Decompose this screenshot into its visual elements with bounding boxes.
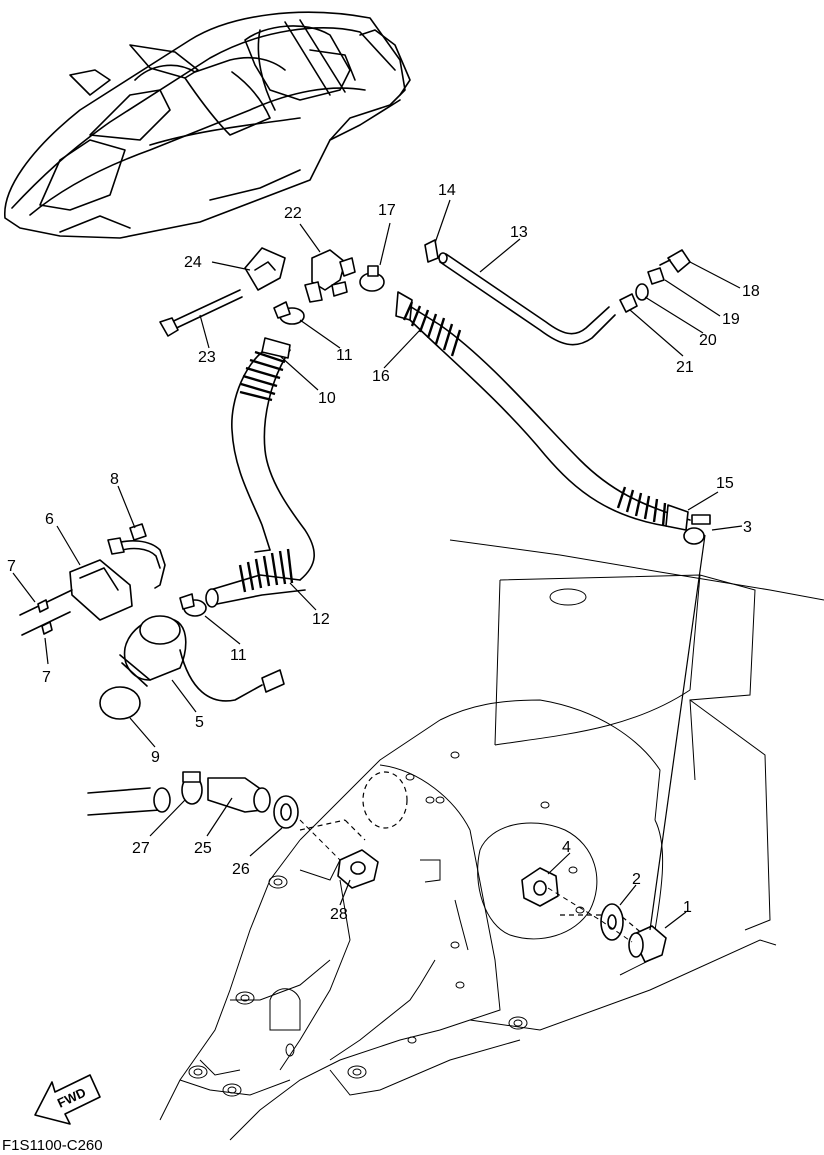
callout-25: 25 — [194, 840, 212, 857]
clamp-part-3 — [683, 514, 711, 545]
callout-10: 10 — [318, 390, 336, 407]
bracket-part-24 — [244, 247, 286, 291]
large-hose — [395, 291, 691, 531]
callout-11-upper: 11 — [336, 347, 353, 364]
fitting-part-25 — [207, 777, 271, 813]
callout-8: 8 — [110, 471, 119, 488]
callout-5: 5 — [195, 714, 204, 731]
callout-2: 2 — [632, 871, 641, 888]
nut-part-28 — [337, 849, 379, 889]
callout-7-lower: 7 — [42, 669, 51, 686]
diagram-code: F1S1100-C260 — [2, 1137, 103, 1154]
callout-21: 21 — [676, 359, 694, 376]
thin-hose — [438, 252, 616, 346]
callout-20: 20 — [699, 332, 717, 349]
screw-part-7-upper — [19, 589, 73, 616]
callout-numbers: 1 2 3 4 5 6 7 7 8 9 10 11 11 12 13 14 15… — [7, 182, 760, 923]
clamp-part-14 — [424, 239, 439, 263]
hose-12-ribs — [238, 548, 294, 593]
callout-1: 1 — [683, 899, 692, 916]
clamp-part-17 — [359, 265, 385, 292]
pump-hose — [205, 337, 315, 608]
assembly-guide-lines — [299, 534, 706, 943]
callout-26: 26 — [232, 861, 250, 878]
callout-6: 6 — [45, 511, 54, 528]
callout-27: 27 — [132, 840, 150, 857]
cap-part-9 — [99, 686, 141, 720]
washer-part-2 — [600, 903, 624, 941]
callout-23: 23 — [198, 349, 216, 366]
fitting-part-18 — [659, 249, 691, 273]
nut-part-21 — [619, 293, 638, 313]
nut-part-19 — [647, 267, 665, 285]
callout-17: 17 — [378, 202, 396, 219]
bracket-strap-part-8 — [107, 523, 166, 589]
callout-7-upper: 7 — [7, 558, 16, 575]
callout-14: 14 — [438, 182, 456, 199]
hull-body-outline — [159, 539, 824, 1141]
callout-16: 16 — [372, 368, 390, 385]
callout-9: 9 — [151, 749, 160, 766]
callout-11-lower: 11 — [230, 647, 247, 664]
elbow-fitting-part-22 — [304, 249, 356, 303]
hose-ribs-upper — [402, 301, 462, 357]
washer-part-26 — [273, 795, 299, 829]
callout-24: 24 — [184, 254, 202, 271]
forward-direction-arrow: FWD — [34, 1074, 101, 1125]
nut-part-4 — [521, 867, 559, 907]
callout-28: 28 — [330, 906, 348, 923]
callout-leaders — [12, 199, 743, 929]
callout-4: 4 — [562, 839, 571, 856]
hose-10-ribs — [239, 350, 286, 402]
callout-22: 22 — [284, 205, 302, 222]
clamp-part-27 — [181, 771, 203, 805]
clamp-part-11-lower — [179, 593, 207, 617]
clamp-part-11-upper — [273, 301, 305, 325]
pump-bracket-part-6 — [69, 559, 133, 621]
callout-13: 13 — [510, 224, 528, 241]
mount-bolts — [188, 875, 528, 1097]
screw-part-7-lower — [21, 611, 71, 636]
fitting-part-1 — [628, 925, 667, 963]
callout-18: 18 — [742, 283, 760, 300]
cable-tie-part-23 — [159, 289, 243, 337]
outlet-hose-stub — [87, 787, 171, 816]
washer-part-20 — [635, 283, 649, 301]
bilge-pump-part-5 — [119, 615, 285, 702]
callout-19: 19 — [722, 311, 740, 328]
callout-3: 3 — [743, 519, 752, 536]
hose-ribs-lower — [616, 486, 667, 527]
watercraft-overview-illustration — [4, 11, 411, 239]
callout-12: 12 — [312, 611, 330, 628]
callout-15: 15 — [716, 475, 734, 492]
